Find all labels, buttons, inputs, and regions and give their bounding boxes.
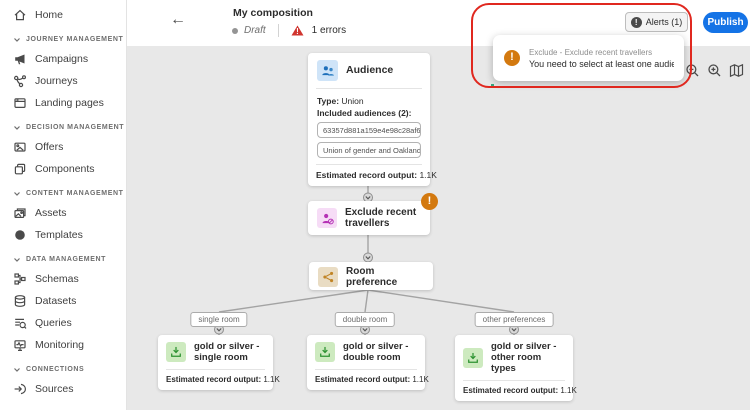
schemas-icon xyxy=(14,273,26,285)
split-icon xyxy=(318,267,338,287)
left-nav-sidebar: Home JOURNEY MANAGEMENT Campaigns Journe… xyxy=(0,0,127,410)
export-node-double-room[interactable]: gold or silver - double room Estimated r… xyxy=(307,335,429,390)
draft-status-dot xyxy=(232,27,238,34)
node-title: Audience xyxy=(346,64,394,76)
branch-edge-label: single room xyxy=(190,312,248,327)
chevron-down-icon xyxy=(14,191,20,196)
megaphone-icon xyxy=(15,54,25,65)
canvas-toolbar xyxy=(684,62,744,78)
export-save-icon xyxy=(315,342,335,362)
audience-type-row: Type: Union xyxy=(317,96,364,106)
divider xyxy=(315,369,417,370)
sidebar-item-schemas[interactable]: Schemas xyxy=(0,268,126,290)
audience-node[interactable]: Audience Type: Union Included audiences … xyxy=(308,53,437,186)
included-audiences-label: Included audiences (2): xyxy=(317,108,412,118)
alert-title: Exclude - Exclude recent travellers xyxy=(529,47,653,57)
audience-chip: Union of gender and Oakland s... xyxy=(317,142,421,158)
sidebar-item-journeys[interactable]: Journeys xyxy=(0,70,126,92)
split-node-room-preference[interactable]: Room preference xyxy=(309,262,433,290)
sidebar-item-queries[interactable]: Queries xyxy=(0,312,126,334)
sidebar-item-offers[interactable]: Offers xyxy=(0,136,126,158)
record-output: Estimated record output: 1.1K xyxy=(166,375,280,384)
audience-icon xyxy=(317,60,338,81)
chevron-down-icon xyxy=(14,367,20,372)
sidebar-item-assets[interactable]: Assets xyxy=(0,202,126,224)
alert-warning-icon: ! xyxy=(504,50,520,66)
exclude-node[interactable]: ! Exclude recent travellers xyxy=(308,193,438,235)
exclude-audience-icon xyxy=(317,208,337,228)
node-title: gold or silver - double room xyxy=(343,341,409,363)
sidebar-section-content-management[interactable]: CONTENT MANAGEMENT xyxy=(0,185,126,202)
monitoring-icon xyxy=(14,340,26,351)
sidebar-item-monitoring[interactable]: Monitoring xyxy=(0,334,126,356)
alerts-button[interactable]: ! Alerts (1) xyxy=(625,12,688,32)
offer-card-icon xyxy=(14,142,26,152)
divider xyxy=(316,88,422,89)
page-title: My composition xyxy=(233,7,313,19)
publish-button[interactable]: Publish xyxy=(703,12,748,33)
sidebar-item-components[interactable]: Components xyxy=(0,158,126,180)
sidebar-section-decision-management[interactable]: DECISION MANAGEMENT xyxy=(0,119,126,136)
alerts-button-label: Alerts (1) xyxy=(645,17,683,27)
sidebar-section-data-management[interactable]: DATA MANAGEMENT xyxy=(0,251,126,268)
draft-status-label: Draft xyxy=(244,25,266,36)
record-output: Estimated record output: 1.1K xyxy=(463,386,577,395)
datasets-icon xyxy=(14,295,26,307)
record-output: Estimated record output: 1.1K xyxy=(316,170,437,180)
alert-message: You need to select at least one audience… xyxy=(529,58,674,69)
divider xyxy=(277,24,279,37)
record-output: Estimated record output: 1.1K xyxy=(315,375,429,384)
map-view-icon[interactable] xyxy=(728,62,744,78)
sources-icon xyxy=(14,383,27,395)
svg-text:!: ! xyxy=(296,27,299,36)
browser-icon xyxy=(14,98,26,109)
branch-edge-label: double room xyxy=(334,312,396,327)
canvas-artifact-dot xyxy=(491,84,494,87)
divider xyxy=(316,164,422,165)
components-icon xyxy=(14,163,26,175)
sidebar-item-home[interactable]: Home xyxy=(0,4,126,26)
journeys-icon xyxy=(14,75,27,88)
export-save-icon xyxy=(463,347,483,368)
node-title: Room preference xyxy=(346,266,398,288)
sidebar-item-datasets[interactable]: Datasets xyxy=(0,290,126,312)
assets-icon xyxy=(14,208,26,219)
queries-icon xyxy=(15,318,27,329)
error-triangle-icon: ! xyxy=(291,25,304,36)
warning-badge-icon: ! xyxy=(421,193,438,210)
export-node-single-room[interactable]: gold or silver - single room Estimated r… xyxy=(158,335,280,390)
node-title: Exclude recent travellers xyxy=(345,207,417,229)
sidebar-section-connections[interactable]: CONNECTIONS xyxy=(0,361,126,378)
node-title: gold or silver - single room xyxy=(194,341,260,363)
audience-chip: 63357d881a159e4e98c28af6_16... xyxy=(317,122,421,138)
export-save-icon xyxy=(166,342,186,362)
composition-canvas[interactable]: Audience Type: Union Included audiences … xyxy=(127,46,750,410)
chevron-down-icon xyxy=(14,125,20,130)
divider xyxy=(166,369,265,370)
export-node-other-room-types[interactable]: gold or silver - other room types Estima… xyxy=(455,335,577,401)
zoom-in-icon[interactable] xyxy=(706,62,722,78)
alert-exclamation-icon: ! xyxy=(630,16,642,28)
error-count-label: 1 errors xyxy=(311,25,347,36)
chevron-down-icon xyxy=(14,37,20,42)
sidebar-item-campaigns[interactable]: Campaigns xyxy=(0,48,126,70)
branch-edge-label: other preferences xyxy=(474,312,554,327)
divider xyxy=(463,380,565,381)
sidebar-item-sources[interactable]: Sources xyxy=(0,378,126,400)
alert-popup-item[interactable]: ! Exclude - Exclude recent travellers Yo… xyxy=(493,35,684,81)
sidebar-section-journey-management[interactable]: JOURNEY MANAGEMENT xyxy=(0,31,126,48)
zoom-out-icon[interactable] xyxy=(684,62,700,78)
templates-icon xyxy=(15,230,25,240)
connector-edges xyxy=(214,170,519,335)
sidebar-item-landing-pages[interactable]: Landing pages xyxy=(0,92,126,114)
chevron-down-icon xyxy=(14,257,20,262)
back-icon[interactable]: ← xyxy=(170,11,186,28)
status-row: Draft ! 1 errors xyxy=(232,24,346,37)
sidebar-item-templates[interactable]: Templates xyxy=(0,224,126,246)
node-title: gold or silver - other room types xyxy=(491,341,557,374)
home-icon xyxy=(14,9,26,21)
